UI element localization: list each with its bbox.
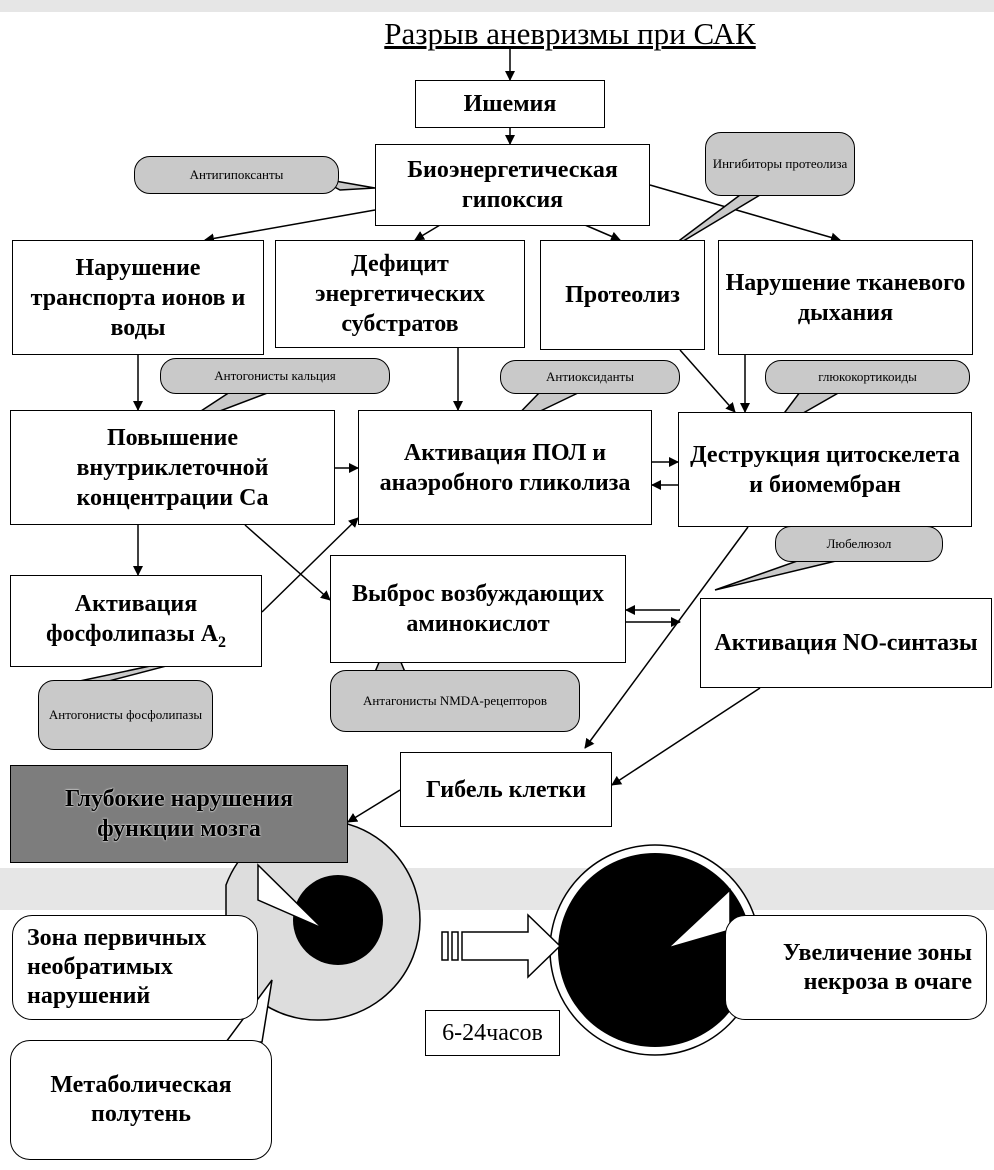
lubeluzole-bubble: Любелюзол [775,526,943,562]
diagram-title: Разрыв аневризмы при САК [384,16,756,51]
calcium-box: Повышение внутриклеточной концентрации С… [10,410,335,525]
arrow-proteolysis-cyto [679,349,736,413]
arrow-cyto-death [584,526,749,749]
arrow-death-brain [347,789,401,823]
phospholipase-antagonists-bubble: Антогонисты фосфолипазы [38,680,213,750]
ion-transport-box: Нарушение транспорта ионов и воды [12,240,264,355]
phospholipase-label: Активация фосфолипазы А2 [45,591,227,651]
ischemia-box: Ишемия [415,80,605,128]
arrow-calcium-excitatory [244,524,331,601]
arrow-phospholipase-lpo [261,517,359,613]
primary-zone-pointer [257,863,323,929]
no-synthase-box: Активация NO-синтазы [700,598,992,688]
tissue-respiration-box: Нарушение тканевого дыхания [718,240,973,355]
primary-core [293,875,383,965]
antihypoxants-bubble: Антигипоксанты [134,156,339,194]
arrow-no-death [611,687,761,786]
arrow-hypoxia-proteolysis [584,224,621,242]
proteolysis-box: Протеолиз [540,240,705,350]
excitatory-box: Выброс возбуждающих аминокислот [330,555,626,663]
progress-arrow [441,913,562,979]
brain-dysfunction-box: Глубокие нарушения функции мозга [10,765,348,863]
arrow-hypoxia-respiration [649,184,841,243]
glucocorticoids-bubble: глюкокортикоиды [765,360,970,394]
antioxidants-bubble: Антиоксиданты [500,360,680,394]
necrosis-label: Увеличение зоны некроза в очаге [725,915,987,1020]
cell-death-box: Гибель клетки [400,752,612,827]
lpo-box: Активация ПОЛ и анаэробного гликолиза [358,410,652,525]
necrosis-core [558,853,752,1047]
phospholipase-box: Активация фосфолипазы А2 [10,575,262,667]
separator-band [0,868,994,910]
arrow-hypoxia-energy [414,224,441,241]
lubeluzole-pointer [714,559,841,591]
primary-zone-label: Зона первичных необратимых нарушений [12,915,258,1020]
cytoskeleton-box: Деструкция цитоскелета и биомембран [678,412,972,527]
arrow-hypoxia-ion [204,209,376,244]
necrosis-circle [549,844,761,1056]
hypoxia-box: Биоэнергетическая гипоксия [375,144,650,226]
necrosis-pointer [667,888,731,949]
nmda-antagonists-bubble: Антагонисты NMDA-рецепторов [330,670,580,732]
penumbra-ring [225,819,421,1021]
calcium-antagonists-bubble: Антогонисты кальция [160,358,390,394]
top-band [0,0,994,12]
energy-deficit-box: Дефицит энергетических субстратов [275,240,525,348]
proteolysis-inhibitors-bubble: Ингибиторы протеолиза [705,132,855,196]
penumbra-label: Метаболическая полутень [10,1040,272,1160]
time-label: 6-24часов [425,1010,560,1056]
